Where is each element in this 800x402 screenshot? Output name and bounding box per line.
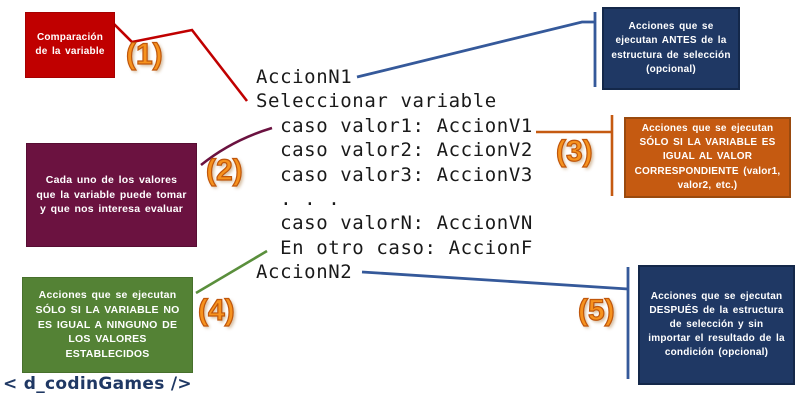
callout-values-text: Cada uno de los valores que la variable … (36, 173, 187, 216)
callout-nomatch-box: Acciones que se ejecutan SÓLO SI LA VARI… (22, 277, 193, 373)
code-line-ellipsis: . . . (256, 188, 341, 211)
code-line-accion-n2: AccionN2 (256, 261, 353, 284)
marker-3: (3) (555, 134, 593, 168)
code-line-en-otro-caso: En otro caso: AccionF (256, 236, 533, 259)
code-line-caso-valor3: caso valor3: AccionV3 (256, 163, 533, 186)
code-line-caso-valorn: caso valorN: AccionVN (256, 212, 533, 235)
code-line-caso-valor2: caso valor2: AccionV2 (256, 139, 533, 162)
code-line-seleccionar: Seleccionar variable (256, 90, 497, 113)
callout-comparison-text: Comparación de la variable (35, 31, 105, 57)
code-line-caso-valor1: caso valor1: AccionV1 (256, 114, 533, 137)
callout-before-text: Acciones que se ejecutan ANTES de la est… (611, 21, 731, 75)
callout-after-text: Acciones que se ejecutan DESPUÉS de la e… (648, 290, 785, 359)
callout-nomatch-text: Acciones que se ejecutan SÓLO SI LA VARI… (35, 288, 180, 361)
code-line-accion-n1: AccionN1 (256, 66, 353, 88)
pseudocode-block: AccionN1 Seleccionar variable caso valor… (256, 65, 533, 285)
dcodingames-logo: < d_codinGames /> (3, 374, 192, 394)
callout-match-text: Acciones que se ejecutan SÓLO SI LA VARI… (634, 123, 781, 191)
callout-comparison-box: Comparación de la variable (25, 12, 115, 78)
marker-5: (5) (577, 293, 615, 327)
callout-before-box: Acciones que se ejecutan ANTES de la est… (602, 7, 740, 90)
callout-values-box: Cada uno de los valores que la variable … (26, 143, 197, 247)
marker-4: (4) (197, 293, 235, 327)
marker-2: (2) (205, 153, 243, 187)
callout-match-box: Acciones que se ejecutan SÓLO SI LA VARI… (624, 117, 791, 198)
callout-after-box: Acciones que se ejecutan DESPUÉS de la e… (638, 265, 795, 385)
marker-1: (1) (125, 37, 163, 71)
